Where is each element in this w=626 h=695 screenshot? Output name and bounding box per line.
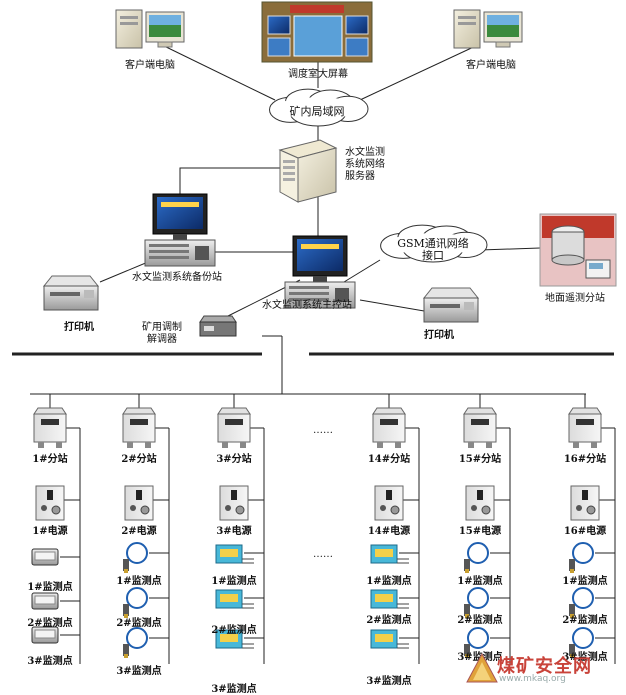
sensor-device (569, 542, 594, 573)
lan-label: 矿内局域网 (289, 105, 345, 118)
sensor-device (569, 587, 594, 618)
power-label: 14#电源 (367, 526, 411, 537)
monitoring-point-label: 1#监测点 (211, 576, 257, 587)
monitoring-point-label: 2#监测点 (457, 615, 503, 626)
power-device (570, 485, 600, 521)
power-device (35, 485, 65, 521)
substation-label: 16#分站 (563, 454, 607, 465)
substation-device (463, 407, 497, 448)
power-label: 1#电源 (32, 526, 68, 537)
big-screen-label: 调度室大屏幕 (288, 69, 348, 80)
substation-device (33, 407, 67, 448)
modem-label: 矿用调制 解调器 (142, 322, 182, 345)
monitoring-point-label: 2#监测点 (211, 625, 257, 636)
gsm-cloud (380, 224, 488, 263)
modem (199, 315, 237, 337)
network-server (278, 139, 338, 203)
power-device (219, 485, 249, 521)
power-label: 2#电源 (121, 526, 157, 537)
sensor-device (123, 587, 148, 618)
monitoring-point-label: 3#监测点 (366, 676, 412, 687)
power-label: 15#电源 (458, 526, 502, 537)
backup-station-label: 水文监测系统备份站 (132, 272, 222, 283)
main-station-label: 水文监测系统主控站 (262, 300, 352, 311)
sensor-device (370, 544, 409, 564)
power-label: 3#电源 (216, 526, 252, 537)
gsm-label: GSM通讯网络 接口 (397, 237, 469, 262)
ellipsis-middle: …… (313, 549, 333, 560)
substation-device (217, 407, 251, 448)
client-pc-right (453, 9, 523, 49)
ground-station-label: 地面遥测分站 (545, 293, 605, 304)
ground-station (539, 213, 617, 287)
sensor-device (370, 589, 409, 609)
sensor-device (569, 627, 594, 658)
monitoring-point-label: 2#监测点 (116, 618, 162, 629)
power-device (374, 485, 404, 521)
server-label: 水文监测 系统网络 服务器 (345, 147, 385, 182)
client-pc-right-label: 客户端电脑 (466, 60, 516, 71)
big-screen (261, 1, 373, 63)
substation-device (568, 407, 602, 448)
substation-device (122, 407, 156, 448)
watermark-logo-text: 煤矿安全网 (497, 656, 592, 677)
main-station (284, 235, 356, 309)
watermark-logo-icon (466, 652, 498, 683)
monitoring-point-label: 3#监测点 (116, 666, 162, 677)
monitoring-point-label: 2#监测点 (27, 618, 73, 629)
monitoring-point-label: 2#监测点 (366, 615, 412, 626)
monitoring-point-label: 3#监测点 (211, 684, 257, 695)
monitoring-point-label: 3#监测点 (562, 652, 608, 663)
substation-label: 3#分站 (216, 454, 252, 465)
printer-right-label: 打印机 (424, 330, 454, 341)
watermark-url: www.mkaq.org (499, 674, 566, 684)
sensor-device (370, 629, 409, 649)
lan-cloud (269, 88, 369, 127)
power-device (465, 485, 495, 521)
power-device (124, 485, 154, 521)
sensor-device (464, 542, 489, 573)
sensor-device (215, 544, 254, 564)
substation-label: 14#分站 (367, 454, 411, 465)
sensor-device (31, 592, 59, 610)
substation-label: 2#分站 (121, 454, 157, 465)
sensor-device (31, 548, 59, 566)
monitoring-point-label: 1#监测点 (366, 576, 412, 587)
client-pc-left-label: 客户端电脑 (125, 60, 175, 71)
power-label: 16#电源 (563, 526, 607, 537)
monitoring-point-label: 3#监测点 (27, 656, 73, 667)
printer-left-label: 打印机 (64, 322, 94, 333)
client-pc-left (115, 9, 185, 49)
substation-device (372, 407, 406, 448)
sensor-device (31, 626, 59, 644)
monitoring-point-label: 1#监测点 (27, 582, 73, 593)
backup-station (144, 193, 216, 267)
substation-label: 15#分站 (458, 454, 502, 465)
sensor-device (215, 589, 254, 609)
printer-left (42, 275, 100, 311)
sensor-device (215, 629, 254, 649)
printer-right (422, 287, 480, 323)
watermark: 煤矿安全网 www.mkaq.org (465, 650, 625, 690)
monitoring-point-label: 2#监测点 (562, 615, 608, 626)
monitoring-point-label: 1#监测点 (457, 576, 503, 587)
sensor-device (123, 627, 148, 658)
sensor-device (464, 627, 489, 658)
sensor-device (123, 542, 148, 573)
monitoring-point-label: 1#监测点 (562, 576, 608, 587)
ellipsis-top: …… (313, 425, 333, 436)
sensor-device (464, 587, 489, 618)
monitoring-point-label: 1#监测点 (116, 576, 162, 587)
substation-label: 1#分站 (32, 454, 68, 465)
